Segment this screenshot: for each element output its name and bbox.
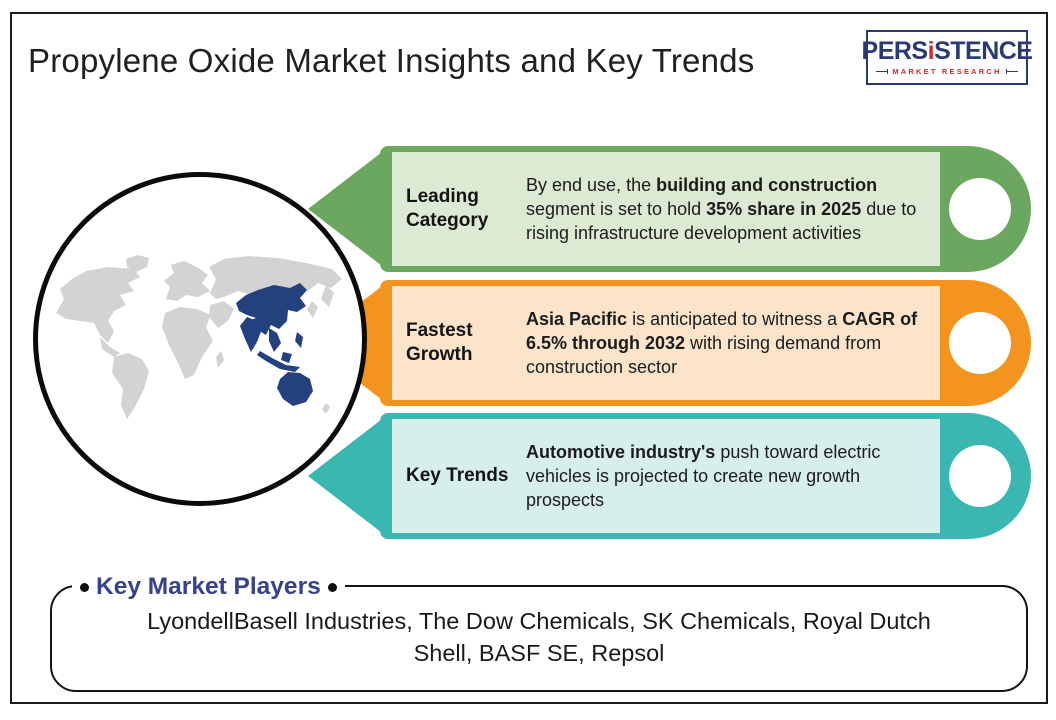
insight-banner-fastest-growth: Fastest Growth Asia Pacific is anticipat… — [308, 280, 1031, 406]
banner-text: Asia Pacific is anticipated to witness a… — [526, 308, 918, 378]
page-title: Propylene Oxide Market Insights and Key … — [28, 42, 755, 80]
banner-label: Key Trends — [406, 465, 509, 487]
brand-wordmark-post: STENCE — [934, 37, 1033, 65]
banner-body: Fastest Growth Asia Pacific is anticipat… — [380, 280, 1031, 406]
insight-banner-key-trends: Key Trends Automotive industry's push to… — [308, 413, 1031, 539]
insight-banner-leading-category: Leading Category By end use, the buildin… — [308, 146, 1031, 272]
key-players-legend: Key Market Players — [72, 570, 345, 604]
banner-body: Key Trends Automotive industry's push to… — [380, 413, 1031, 539]
brand-wordmark-i: i — [927, 37, 935, 65]
bullet-icon — [327, 582, 337, 592]
world-map-circle — [33, 172, 367, 506]
banner-label: Leading Category — [406, 186, 489, 231]
key-players-box: Key Market Players LyondellBasell Indust… — [50, 570, 1028, 692]
banner-label: Fastest Growth — [406, 320, 473, 365]
brand-wordmark: PERSiSTENCE — [862, 39, 1033, 64]
brand-tagline: MARKET RESEARCH — [876, 67, 1018, 76]
banner-text: By end use, the building and constructio… — [526, 174, 917, 244]
key-players-heading: Key Market Players — [96, 573, 321, 600]
banner-end-circle — [949, 445, 1011, 507]
brand-logo: PERSiSTENCE MARKET RESEARCH — [862, 30, 1033, 85]
key-players-list: LyondellBasell Industries, The Dow Chemi… — [147, 608, 931, 666]
banner-inner-panel: Leading Category By end use, the buildin… — [392, 152, 940, 266]
brand-wordmark-pre: PERS — [861, 37, 929, 65]
banner-inner-panel: Fastest Growth Asia Pacific is anticipat… — [392, 286, 940, 400]
banner-end-circle — [949, 178, 1011, 240]
bullet-icon — [80, 582, 89, 592]
tagline-left-rule — [876, 69, 889, 74]
banner-inner-panel: Key Trends Automotive industry's push to… — [392, 419, 940, 533]
tagline-right-rule — [1005, 69, 1018, 74]
page-border — [10, 12, 1048, 704]
world-map-icon — [56, 255, 342, 419]
banner-text: Automotive industry's push toward electr… — [526, 441, 881, 511]
banner-body: Leading Category By end use, the buildin… — [380, 146, 1031, 272]
banner-end-circle — [949, 312, 1011, 374]
brand-tagline-text: MARKET RESEARCH — [892, 67, 1002, 76]
